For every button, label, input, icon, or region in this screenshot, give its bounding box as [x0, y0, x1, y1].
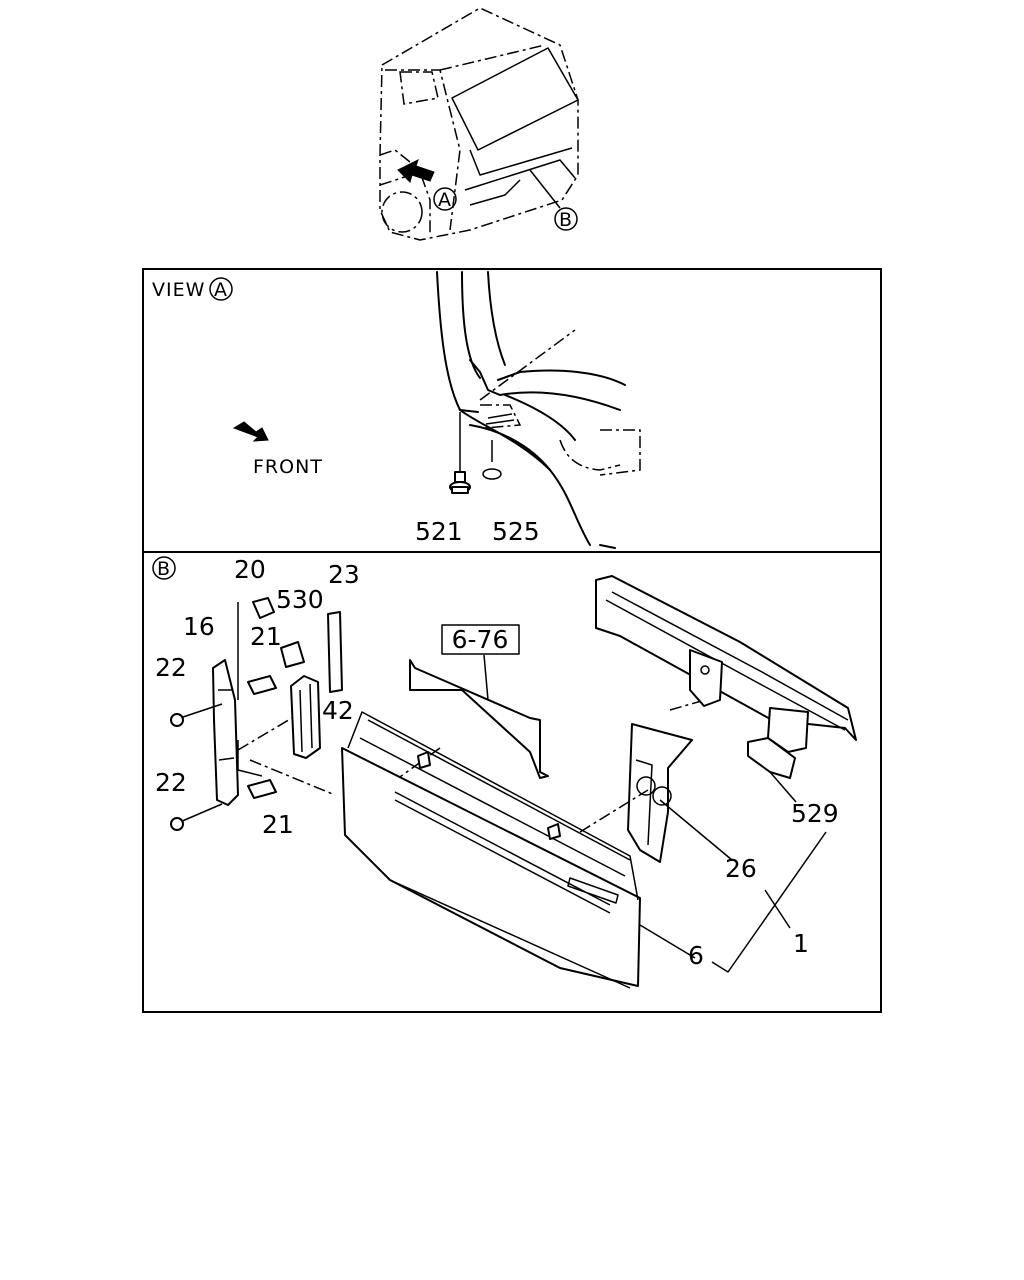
- clip-21-top: [247, 675, 277, 695]
- part-label-1: 1: [793, 929, 809, 958]
- part-label-22-bottom: 22: [155, 768, 187, 797]
- part-label-529: 529: [791, 799, 839, 828]
- view-a-section: VIEW A FRONT 521 525: [152, 271, 641, 549]
- seal-42: [290, 675, 321, 759]
- cross-member: [595, 575, 857, 741]
- detail-frame: [142, 268, 882, 1013]
- cap-530: [280, 641, 305, 668]
- view-a-callout-letter: A: [214, 279, 228, 301]
- front-arrow-icon: [232, 421, 269, 442]
- center-bracket: [627, 723, 693, 863]
- part-label-26: 26: [725, 854, 757, 883]
- ring-525-icon: [482, 468, 502, 480]
- part-label-521: 521: [415, 517, 463, 546]
- clip-21-bottom: [247, 779, 277, 799]
- part-label-525: 525: [492, 517, 540, 546]
- view-a-title: VIEW: [152, 279, 205, 301]
- bolt-521-icon: [449, 471, 471, 494]
- part-label-20: 20: [234, 555, 266, 584]
- callout-a-badge: A: [433, 187, 457, 211]
- screw-22-top-icon: [170, 703, 223, 727]
- part-label-21-bottom: 21: [262, 810, 294, 839]
- part-label-6: 6: [688, 941, 704, 970]
- front-label: FRONT: [253, 456, 323, 478]
- part-label-21-top: 21: [250, 622, 282, 651]
- part-label-22-top: 22: [155, 653, 187, 682]
- clip-20: [252, 597, 275, 619]
- callout-a-letter: A: [438, 189, 452, 211]
- strip-23: [327, 611, 343, 693]
- callout-b-badge: B: [554, 207, 578, 231]
- part-label-42: 42: [322, 696, 354, 725]
- view-a-arrow-icon: [397, 159, 435, 183]
- view-b-section: B 6-76: [152, 555, 857, 989]
- panel-6-76: [409, 659, 549, 779]
- part-label-530: 530: [276, 585, 324, 614]
- part-label-23: 23: [328, 560, 360, 589]
- ref-box-label: 6-76: [452, 625, 509, 654]
- view-b-callout-letter: B: [157, 558, 171, 580]
- grille-panel-6: [341, 747, 641, 987]
- part-label-16: 16: [183, 612, 215, 641]
- bracket-16: [212, 659, 239, 806]
- truck-overview: [379, 7, 579, 241]
- ref-box-6-76: [441, 624, 520, 655]
- callout-b-letter: B: [559, 209, 573, 231]
- screw-22-bottom-icon: [170, 803, 223, 831]
